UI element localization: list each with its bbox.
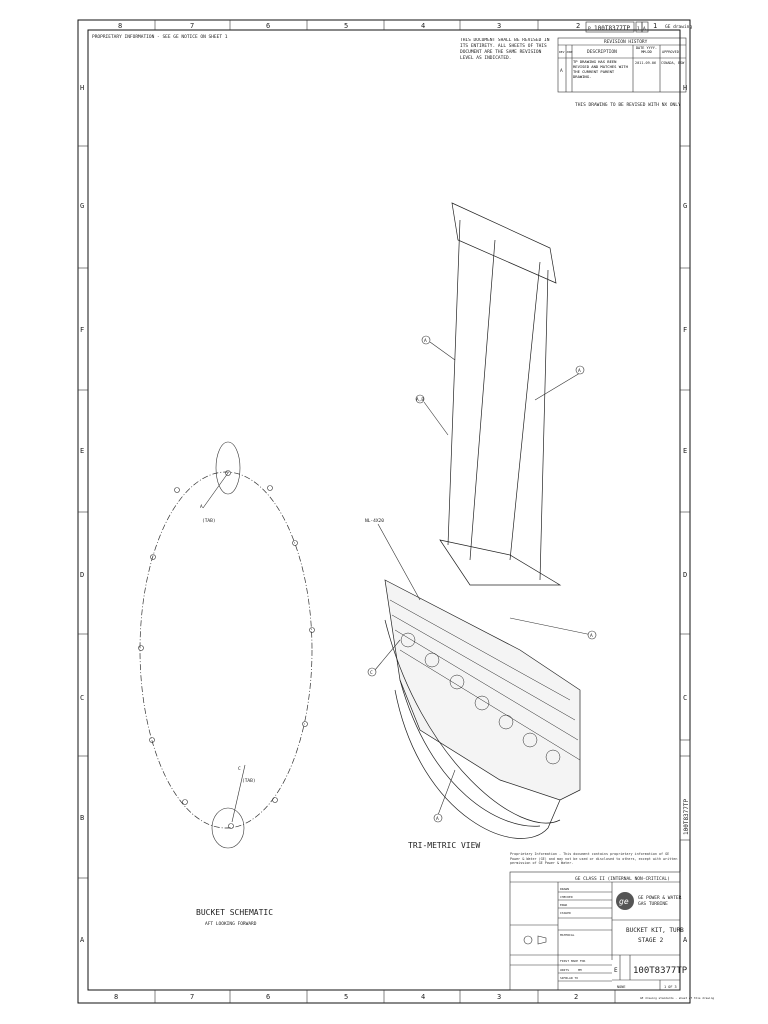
zone-row-h-right: H (683, 84, 687, 92)
zone-col-7: 7 (190, 22, 194, 30)
callout-label: A (436, 816, 439, 822)
svg-text:(TAB): (TAB) (202, 518, 216, 524)
callouts (367, 335, 597, 823)
company-line2: GAS TURBINE (638, 901, 668, 907)
zone-dividers (78, 20, 690, 1003)
part-title-line2: STAGE 2 (638, 937, 664, 944)
zone-row-c-right: C (683, 694, 687, 702)
zone-row-d-right: D (683, 571, 687, 579)
zone-row-b: B (80, 814, 84, 822)
trimetric-title: TRI-METRIC VIEW (408, 841, 480, 850)
zone-col-3: 3 (497, 22, 501, 30)
zone-row-a-right: A (683, 936, 688, 944)
ge-logo (616, 892, 634, 910)
field-label: ENGR (560, 903, 567, 907)
callout-label: NL-4X20 (365, 518, 384, 524)
size: E (614, 967, 618, 974)
side-strip (679, 739, 691, 841)
tri-metric-bucket-view (384, 202, 581, 839)
rev-row-description: TP DRAWING HAS BEEN REVISED AND MATCHES … (573, 59, 628, 79)
inner-border (87, 29, 681, 991)
header-dwg-box (585, 21, 635, 33)
title-drawing-number: 100T8377TP (633, 966, 688, 976)
schematic-subtitle: AFT LOOKING FORWARD (205, 921, 257, 927)
rev-row-rev: A (560, 68, 563, 74)
zone-col-2: 2 (576, 22, 580, 30)
rev-row-date: 2011-09-06 (635, 61, 656, 65)
zone-col-1: 1 (653, 22, 657, 30)
svg-text:DESCRIPTION: DESCRIPTION (587, 49, 617, 55)
zone-col-4: 4 (421, 22, 425, 30)
callout-label: C (370, 670, 373, 676)
zone-col-8-bottom: 8 (114, 993, 118, 1001)
part-title-line1: BUCKET KIT, TURB (626, 927, 684, 934)
header-drawing-number: 100T8377TP (594, 25, 631, 32)
svg-text:APPROVED: APPROVED (662, 50, 679, 54)
zone-row-h: H (80, 84, 84, 92)
field-label: MATERIAL (560, 933, 575, 937)
bucket-schematic: A (TAB) C (TAB) (138, 441, 315, 849)
proprietary-notice: Proprietary Information - This document … (510, 852, 677, 865)
title-block: GE CLASS II (INTERNAL NON-CRITICAL) DRAW… (509, 871, 688, 991)
footer-note: GE drawing standards - sheet of this dra… (640, 996, 714, 1000)
svg-text:C: C (238, 766, 241, 772)
zone-col-3-bottom: 3 (497, 993, 501, 1001)
zone-row-f-right: F (683, 326, 687, 334)
scale: NONE (617, 985, 625, 989)
zone-row-f: F (80, 326, 84, 334)
zone-row-g: G (80, 202, 84, 210)
zone-col-6-bottom: 6 (266, 993, 270, 1001)
revision-note: THIS DOCUMENT SHALL BE REVISED IN ITS EN… (460, 38, 549, 61)
callout-label: A (590, 633, 593, 639)
callout-label: A (424, 338, 427, 344)
zone-row-a: A (80, 936, 85, 944)
zone-col-6: 6 (266, 22, 270, 30)
units-value: MM (578, 968, 582, 972)
field-label: CHECKED (560, 895, 573, 899)
classification: GE CLASS II (INTERNAL NON-CRITICAL) (575, 876, 670, 882)
svg-text:A: A (200, 504, 203, 510)
zone-col-4-bottom: 4 (421, 993, 425, 1001)
zone-row-c: C (80, 694, 84, 702)
field-label: DRAWN (560, 887, 569, 891)
zone-col-5-bottom: 5 (344, 993, 348, 1001)
side-drawing-number: 100T8377TP (683, 798, 690, 835)
projection-symbol-icon (523, 935, 533, 945)
revision-footnote: THIS DRAWING TO BE REVISED WITH NX ONLY (575, 102, 681, 108)
tiny-note: PROPRIETARY INFORMATION - SEE GE NOTICE … (92, 34, 228, 40)
zone-col-5: 5 (344, 22, 348, 30)
revision-history-title: REVISION HISTORY (604, 39, 648, 45)
zone-row-e-right: E (683, 447, 687, 455)
field-label: UNITS (560, 968, 569, 972)
callout-label: A (578, 368, 581, 374)
svg-text:(TAB): (TAB) (242, 778, 256, 784)
zone-row-d: D (80, 571, 84, 579)
zone-col-8: 8 (118, 22, 122, 30)
company-line1: GE POWER & WATER (638, 895, 682, 901)
header-sheet-flag: P (588, 26, 591, 32)
revision-history-table: REVISION HISTORY REV ZONE DESCRIPTION DA… (557, 37, 687, 93)
field-label: ISSUED (560, 911, 571, 915)
field-label: FIRST MADE FOR (560, 959, 585, 963)
zone-row-g-right: G (683, 202, 687, 210)
zone-col-2-bottom: 2 (574, 993, 578, 1001)
header-sheet-no: 1 (637, 26, 640, 32)
zone-row-e: E (80, 447, 84, 455)
svg-text:ge: ge (619, 897, 629, 906)
svg-text:REV: REV (559, 50, 565, 54)
svg-text:ZONE: ZONE (567, 50, 574, 54)
callout-label: A,B (416, 397, 424, 403)
field-label: SIMILAR TO (560, 976, 578, 980)
schematic-title: BUCKET SCHEMATIC (196, 908, 273, 917)
zone-col-7-bottom: 7 (190, 993, 194, 1001)
corner-mark: GE drawing (665, 24, 692, 30)
sheet: 1 OF 3 (664, 985, 677, 989)
rev-row-approved: CSNADA, ESW (661, 61, 685, 65)
header-revision: A (643, 26, 646, 32)
